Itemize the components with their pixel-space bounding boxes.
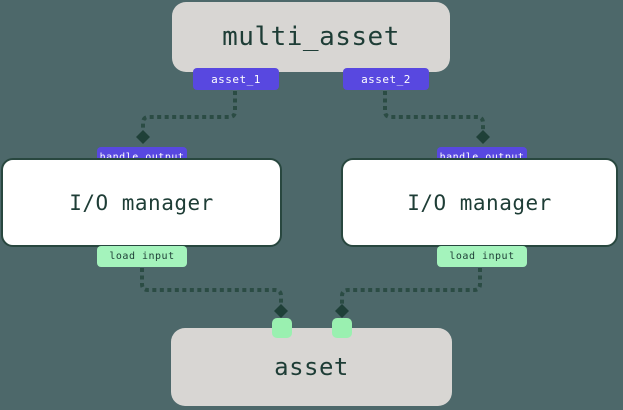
output-badge-asset-2: asset_2 <box>343 68 429 90</box>
diamond-arrowhead-icon <box>335 304 349 318</box>
io-manager-label: I/O manager <box>69 190 214 215</box>
io-manager-label: I/O manager <box>407 190 552 215</box>
node-asset: asset <box>171 328 452 406</box>
load-input-badge-right: load input <box>437 246 527 267</box>
asset-label: asset <box>274 353 349 381</box>
node-io-manager-left: I/O manager <box>1 158 282 247</box>
edge-asset2-to-handle-output <box>383 91 485 130</box>
load-input-badge-left: load input <box>97 246 187 267</box>
edge-asset1-to-handle-output <box>141 91 237 130</box>
node-io-manager-right: I/O manager <box>341 158 618 247</box>
diamond-arrowhead-icon <box>136 130 150 144</box>
multi-asset-label: multi_asset <box>222 22 400 52</box>
asset-input-port-right <box>332 318 352 338</box>
node-multi-asset: multi_asset <box>172 2 450 72</box>
edge-load-input-to-asset-left <box>140 268 283 304</box>
diamond-arrowhead-icon <box>274 304 288 318</box>
asset-input-port-left <box>272 318 292 338</box>
edge-load-input-to-asset-right <box>340 268 482 304</box>
diamond-arrowhead-icon <box>476 130 490 144</box>
output-badge-asset-1: asset_1 <box>193 68 279 90</box>
